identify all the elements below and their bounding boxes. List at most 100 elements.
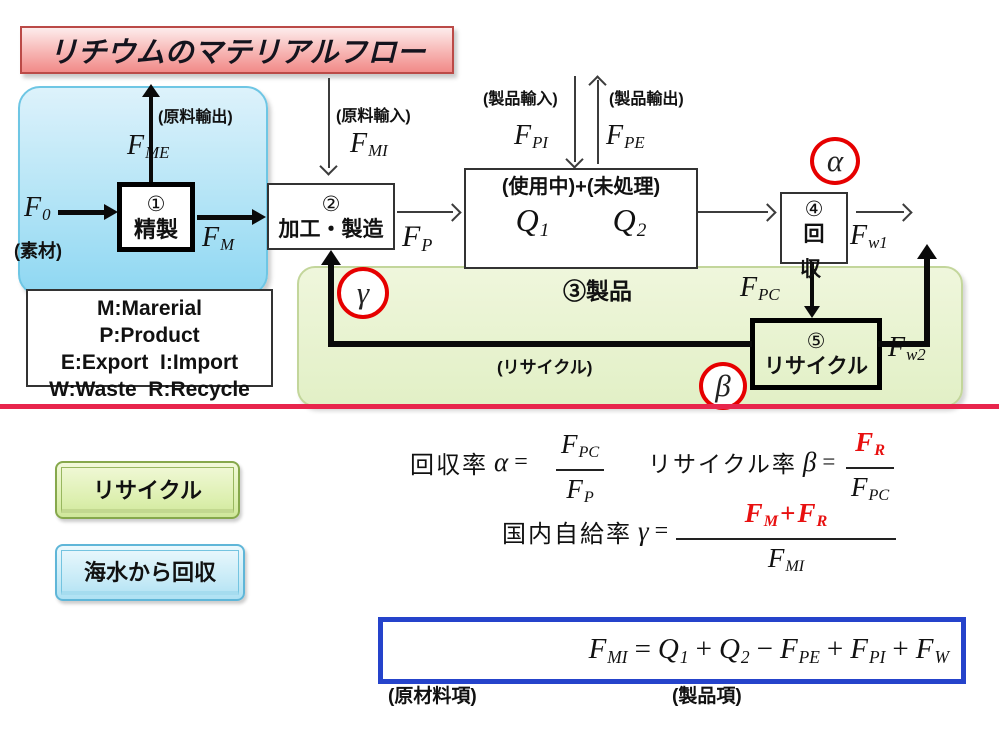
alpha-symbol: α — [494, 447, 509, 477]
arrow-box2-stock-shaft — [397, 211, 453, 213]
arrow-fm-head — [252, 209, 266, 225]
equals-sign: = — [514, 449, 528, 475]
arrow-fpc-head — [804, 306, 820, 318]
fw2-line-vertical — [924, 258, 930, 347]
box-1-refining: ① 精製 — [117, 182, 195, 252]
beta-circle: β — [699, 362, 747, 410]
fraction-gamma-denominator: FMI — [767, 543, 805, 576]
formula-recycle-label: リサイクル率 β = — [648, 445, 835, 479]
box-2-manufacturing: ② 加工・製造 — [267, 183, 395, 250]
box-stock: (使用中)+(未処理) Q1 Q2 — [464, 168, 698, 269]
page-title: リチウムのマテリアルフロー — [48, 37, 426, 69]
label-fw2: Fw2 — [888, 332, 926, 365]
note-raw-export: (原料輸出) — [158, 109, 233, 126]
label-fpc: FPC — [740, 272, 780, 305]
legend-line-product: P:Product — [99, 324, 200, 347]
fraction-alpha-numerator: FPC — [556, 428, 605, 472]
fraction-alpha-denominator: FP — [566, 474, 594, 507]
domestic-rate-text: 国内自給率 — [502, 522, 632, 548]
formula-domestic-label: 国内自給率 γ = — [502, 514, 668, 549]
recycle-line-horizontal — [328, 341, 752, 347]
arrow-stock-box4-shaft — [698, 211, 768, 213]
arrow-stock-box4-head — [758, 203, 777, 222]
equals-sign-2: = — [822, 449, 836, 474]
box-4-collection: ④ 回 — [780, 192, 848, 264]
box-4-number: ④ — [804, 198, 824, 221]
arrow-fme-head — [142, 84, 160, 97]
legend-box: M:Marerial P:Product E:Export I:Import W… — [26, 289, 273, 401]
recycle-line-vertical — [328, 264, 334, 346]
note-product-import: (製品輸入) — [483, 91, 558, 108]
recycle-chip-label: リサイクル — [61, 467, 234, 513]
fraction-gamma-numerator: FM+FR — [676, 497, 896, 541]
fraction-beta-denominator: FPC — [851, 472, 890, 505]
fraction-beta-numerator: FR — [846, 426, 895, 470]
equation-note-raw: (原材料項) — [388, 686, 477, 707]
gamma-circle: γ — [337, 267, 389, 319]
legend-line-export-import: E:Export I:Import — [60, 351, 239, 374]
legend-line-material: M:Marerial — [96, 297, 203, 320]
mass-balance-equation: FMI=Q1+Q2−FPE+FPI+FW — [588, 633, 949, 667]
label-fp: FP — [402, 220, 433, 255]
arrow-box2-stock-head — [443, 203, 462, 222]
arrow-fpe-head — [588, 75, 607, 94]
gamma-symbol: γ — [638, 516, 649, 546]
label-q1: Q1 — [515, 202, 550, 241]
label-fm: FM — [202, 222, 235, 255]
label-fpe: FPE — [606, 120, 645, 153]
title-banner: リチウムのマテリアルフロー — [20, 26, 454, 74]
recycle-rate-text: リサイクル率 — [648, 452, 797, 477]
seawater-chip-label: 海水から回収 — [61, 550, 239, 595]
note-recycle: (リサイクル) — [497, 358, 593, 377]
recycle-region — [297, 266, 963, 407]
recycle-arrow-head — [321, 250, 341, 265]
arrow-fpc-shaft — [810, 262, 814, 308]
equals-sign-3: = — [654, 518, 669, 544]
arrow-fw1-shaft — [856, 211, 904, 213]
box-1-label: 精製 — [133, 217, 178, 242]
fraction-alpha: FPC FP — [556, 428, 605, 513]
box-2-number: ② — [321, 192, 341, 216]
divider-line — [0, 404, 999, 409]
arrow-fmi-shaft — [328, 78, 330, 168]
equation-note-product: (製品項) — [672, 686, 742, 707]
beta-symbol: β — [802, 446, 817, 477]
formula-recovery-label: 回収率 α = — [410, 445, 528, 480]
box-4-char-2: 収 — [800, 258, 821, 281]
box-4-char-1: 回 — [803, 223, 825, 246]
label-fw1: Fw1 — [850, 220, 888, 253]
mass-balance-equation-box: FMI=Q1+Q2−FPE+FPI+FW — [378, 617, 966, 684]
box-1-number: ① — [146, 193, 166, 216]
stock-label: (使用中)+(未処理) — [501, 176, 661, 198]
alpha-letter: α — [826, 143, 844, 178]
green-region-label: ③製品 — [563, 278, 632, 304]
box-5-label: リサイクル — [764, 355, 868, 378]
arrow-f0-head — [104, 204, 118, 220]
beta-letter: β — [715, 368, 731, 403]
fw2-line-horizontal — [878, 341, 928, 347]
label-q2: Q2 — [612, 202, 647, 241]
legend-line-waste-recycle: W:Waste R:Recycle — [49, 378, 250, 401]
alpha-circle: α — [810, 137, 860, 185]
label-f0: F0 — [24, 192, 51, 225]
fraction-beta: FR FPC — [846, 426, 895, 511]
arrow-fmi-head — [319, 157, 338, 176]
arrow-fw1-head — [894, 203, 913, 222]
box-5-number: ⑤ — [806, 330, 826, 353]
label-fmi: FMI — [350, 128, 388, 161]
gamma-letter: γ — [356, 275, 370, 310]
seawater-chip: 海水から回収 — [55, 544, 245, 601]
note-raw-import: (原料輸入) — [336, 108, 411, 125]
arrow-fme-shaft — [149, 96, 153, 182]
label-fpi: FPI — [514, 120, 548, 153]
label-sozai: (素材) — [14, 241, 62, 261]
arrow-fpi-shaft — [574, 76, 576, 162]
fw2-arrow-head — [917, 244, 937, 259]
box-2-label: 加工・製造 — [278, 217, 384, 241]
fraction-gamma: FM+FR FMI — [676, 497, 896, 582]
note-product-export: (製品輸出) — [609, 91, 684, 108]
arrow-f0-shaft — [58, 210, 106, 215]
arrow-fpe-shaft — [597, 80, 599, 164]
arrow-fm-shaft — [197, 215, 253, 220]
